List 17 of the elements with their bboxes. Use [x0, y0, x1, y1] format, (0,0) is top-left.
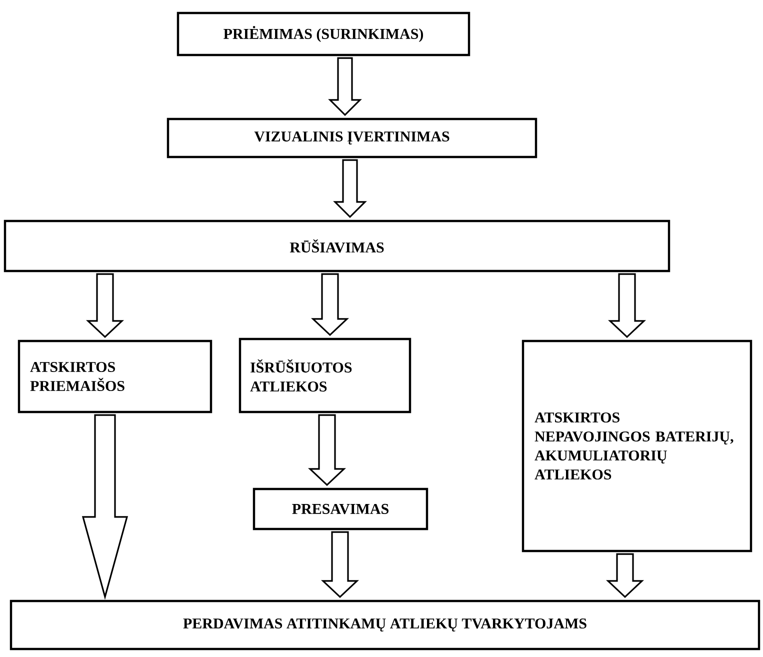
process-box: PERDAVIMAS ATITINKAMŲ ATLIEKŲ TVARKYTOJAMS	[10, 600, 760, 650]
block-arrow	[82, 414, 128, 600]
block-arrow	[606, 553, 644, 598]
process-box: PRESAVIMAS	[252, 488, 428, 530]
block-arrow	[310, 273, 350, 336]
block-arrow	[320, 531, 360, 598]
process-box: PRIĖMIMAS (SURINKIMAS)	[176, 12, 470, 56]
block-arrow	[86, 273, 124, 338]
process-box: RŪŠIAVIMAS	[4, 220, 670, 272]
block-arrow	[308, 414, 346, 486]
block-arrow	[608, 273, 646, 338]
block-arrow	[333, 159, 367, 218]
block-arrow	[328, 57, 362, 116]
process-box: IŠRŪŠIUOTOS ATLIEKOS	[238, 338, 412, 414]
process-box: VIZUALINIS ĮVERTINIMAS	[166, 118, 538, 158]
process-box: ATSKIRTOS PRIEMAIŠOS	[18, 340, 212, 414]
process-box: ATSKIRTOS NEPAVOJINGOS BATERIJŲ, AKUMULIATORIŲ ATLIEKOS	[522, 340, 752, 552]
